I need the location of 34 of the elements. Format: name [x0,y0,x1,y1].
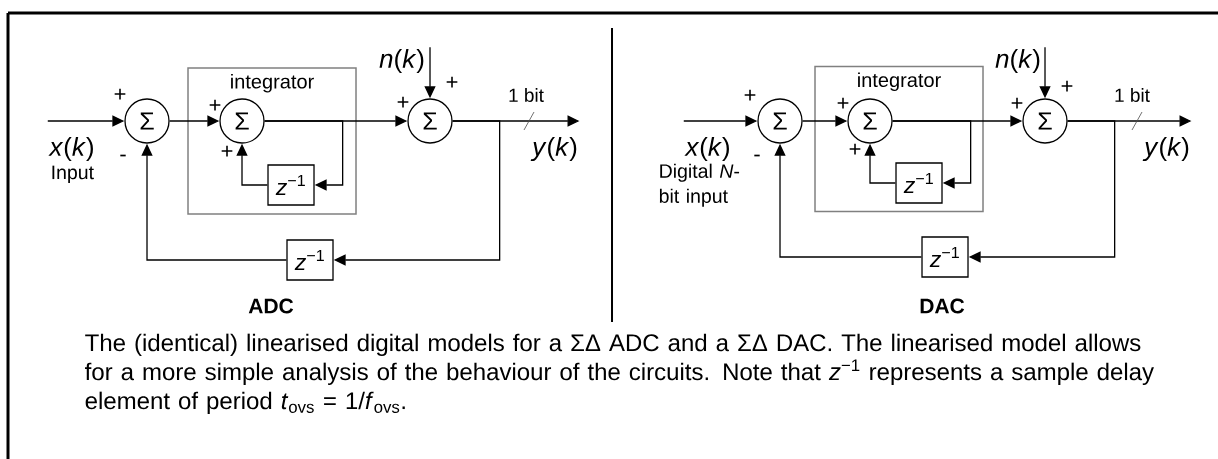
summing-junction: Σ [1022,98,1068,144]
plus-sign: + [114,88,126,100]
input-label: x(k) [48,136,93,162]
bit-width-label: 1 bit [1115,88,1150,102]
input-description: Digital N-bit input [659,163,740,207]
summing-junction: Σ [757,98,803,144]
noise-label: n(k) [379,48,424,74]
plus-sign: + [837,97,849,109]
plus-sign: + [1061,80,1073,92]
plus-sign: + [221,145,233,157]
plus-sign: + [446,76,458,88]
caption-text: The (identical) linearised digital models for a ΣΔ ADC and a ΣΔ DAC. The linearised model allows for a more simple analysis of the behaviour of the circuits. Note that z$^{−1}$ represents a sample delay element of period t$_{ovs}$ = 1/f$_{ovs}$. [85,333,1154,415]
panel-title: ADC [248,298,294,314]
delay-block: z$^{−1}$ [921,236,969,278]
minus-sign: - [120,154,126,157]
output-label: y(k) [1142,136,1189,162]
delay-block: z$^{−1}$ [286,239,334,281]
panel-title: DAC [920,298,965,314]
plus-sign: + [397,96,409,108]
delay-block: z$^{−1}$ [267,164,315,206]
plus-sign: + [849,143,861,155]
input-label: x(k) [684,136,729,162]
noise-label: n(k) [995,48,1040,74]
bit-width-label: 1 bit [509,88,544,102]
plus-sign: + [744,89,756,101]
summing-junction: Σ [124,98,170,144]
arrow [892,120,972,189]
plus-sign: + [209,99,221,111]
input-description: Input [52,165,94,184]
output-label: y(k) [530,136,577,162]
minus-sign: - [754,154,760,157]
arrow [264,120,344,191]
delay-block: z$^{−1}$ [895,162,943,204]
plus-sign: + [1011,97,1023,109]
